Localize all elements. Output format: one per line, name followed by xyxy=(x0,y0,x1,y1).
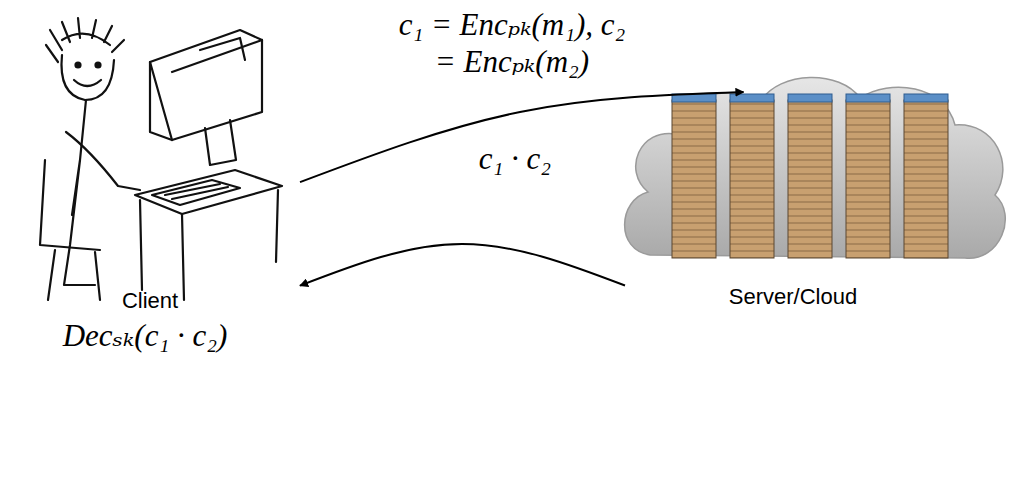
math-expression: Decₛₖ(c₁ · c₂) xyxy=(63,317,228,354)
cloud-node: Server/Cloud xyxy=(625,92,1020,317)
client-node: ClientDecₛₖ(c₁ · c₂) xyxy=(0,20,300,365)
node-label: Client xyxy=(122,288,178,314)
edge-label: c₁ = Encₚₖ(m₁), c₂ = Encₚₖ(m₂) xyxy=(383,6,641,80)
node-label: Server/Cloud xyxy=(729,284,857,310)
arrow-connector xyxy=(300,92,744,182)
client-figure xyxy=(40,18,282,300)
cloud-figure xyxy=(625,77,1006,258)
edge-label: c₁ · c₂ xyxy=(441,140,589,177)
arrow-connector xyxy=(300,244,625,286)
